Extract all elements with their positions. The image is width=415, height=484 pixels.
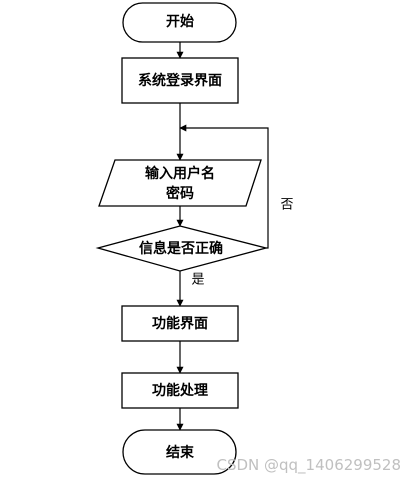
process-shape: [121, 372, 239, 409]
watermark-text: CSDN @qq_1406299528: [216, 456, 401, 475]
node-login: 系统登录界面: [121, 57, 239, 104]
decision-shape: [95, 225, 269, 272]
node-feature-ui: 功能界面: [121, 305, 239, 342]
node-feature-ui-label: 功能界面: [152, 315, 208, 332]
node-end: 结束: [122, 429, 237, 475]
node-start-label: 开始: [166, 13, 194, 30]
node-check-label: 信息是否正确: [139, 240, 223, 257]
node-start: 开始: [122, 2, 237, 43]
process-shape: [121, 57, 239, 104]
node-check: 信息是否正确: [95, 225, 269, 272]
terminator-shape: [122, 2, 237, 43]
node-feature-proc: 功能处理: [121, 372, 239, 409]
data-shape: [98, 159, 262, 207]
node-input-label-line1: 输入用户名: [145, 165, 215, 182]
edge-label-no: 否: [280, 198, 293, 213]
node-input-label-line2: 密码: [165, 185, 194, 202]
node-input: 输入用户名 密码: [98, 159, 262, 207]
node-end-label: 结束: [166, 444, 195, 461]
edge-label-yes: 是: [191, 273, 204, 288]
terminator-shape: [122, 429, 237, 475]
process-shape: [121, 305, 239, 342]
node-login-label: 系统登录界面: [138, 72, 222, 89]
node-feature-proc-label: 功能处理: [152, 382, 208, 399]
